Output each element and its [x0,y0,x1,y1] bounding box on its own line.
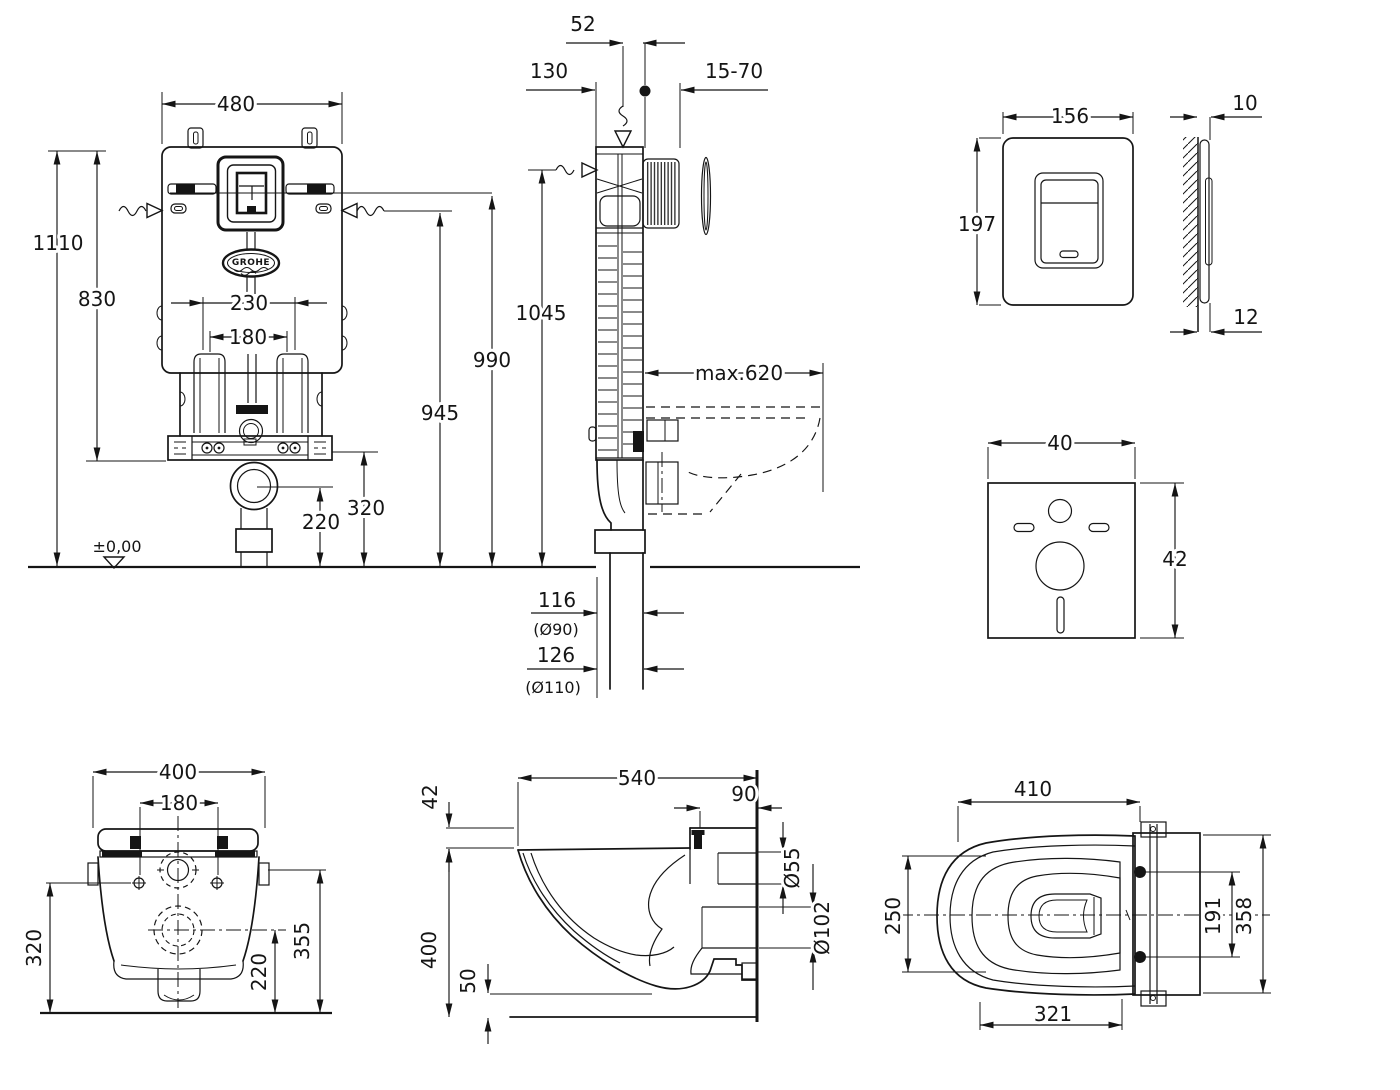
dim-bowl-width: 400 [159,760,197,784]
dim-plate-thickness-top: 10 [1232,91,1257,115]
view-bowl-rear: 400 180 320 220 355 [19,757,332,1015]
wall-hatch [1183,137,1198,307]
dim-cistern-width: 480 [217,92,255,116]
floor-datum-icon [102,556,126,570]
dim-top-width: 358 [1232,897,1256,935]
dim-flush-dia: Ø55 [780,847,804,888]
dim-bowl-drain-height: 220 [247,953,271,991]
drain-elbow [594,459,646,690]
dim-bowl-bolt-spacing: 180 [160,791,198,815]
view-cistern-front: GROHE [28,89,860,570]
dim-drain-offset-90: 116 [538,588,576,612]
dim-top-bolt-spacing: 191 [1201,897,1225,935]
dim-cistern-frame-height: 830 [78,287,116,311]
threaded-inlet-boss [642,156,712,236]
water-supply-arrow-icon [118,202,452,219]
cistern-frame-outline [161,146,343,374]
dim-plate-thickness-bottom: 12 [1233,305,1258,329]
mounting-plate [1132,821,1201,1007]
view-cistern-side: 52 130 15-70 [522,9,824,700]
view-bowl-side: 540 42 400 50 90 Ø55 Ø102 [414,763,837,1044]
dim-seat-width: 250 [881,897,905,935]
dim-outlet-center-height: 220 [302,510,340,534]
wall-datum-dot [639,85,651,97]
grohe-logo-text: GROHE [232,258,270,268]
dim-gasket-width: 40 [1047,431,1072,455]
bowl-dashed-outline [645,406,821,515]
view-gasket: 40 42 [987,428,1191,639]
bowl-side-outline [517,849,758,990]
dim-inner-depth: 321 [1034,1002,1072,1026]
dim-drain-dia-110: (Ø110) [525,678,581,697]
dim-plate-center-height: 990 [473,348,511,372]
cistern-ducts [193,353,309,444]
cistern-rail [588,146,644,461]
dim-adjust-range: 15-70 [705,59,763,83]
dim-frame-depth: 130 [530,59,568,83]
dim-top-depth: 410 [1014,777,1052,801]
dim-outlet-height: 320 [347,496,385,520]
inlet-wavy-arrow-icon [555,164,575,176]
outlet-crossbar [167,435,333,461]
dim-plate-height: 197 [958,212,996,236]
dim-bowl-height: 400 [417,931,441,969]
mounting-hole-bottom [1134,951,1146,963]
bowl-body-outline [97,856,115,962]
anchor-rods [167,183,335,214]
frame-tabs-icon [187,127,318,149]
dim-inlet-height: 1045 [516,301,567,325]
gasket-outline [987,482,1136,639]
dim-drain-dia: Ø102 [810,901,834,955]
dim-bowl-flush-height: 320 [22,929,46,967]
dim-duct-spacing-inner: 180 [229,325,267,349]
dim-max-reach: max.620 [695,361,783,385]
flush-plate-side-section [1183,137,1213,332]
floor-level-label: ±0,00 [92,537,141,556]
dim-bowl-depth: 540 [618,766,656,790]
steam-arrow-icon [613,105,633,149]
view-bowl-top: 410 250 321 191 358 [878,774,1271,1030]
dim-cistern-total-height: 1110 [33,231,84,255]
outlet-opening [1030,893,1102,939]
dim-fixing-depth: 90 [731,782,756,806]
dim-drain-dia-90: (Ø90) [533,620,578,639]
view-flush-plate: 156 197 10 12 [955,88,1262,336]
dim-duct-spacing-outer: 230 [230,291,268,315]
dim-bowl-lug-height: 355 [290,922,314,960]
dim-supply-height: 945 [421,401,459,425]
fixing-bolts [132,876,224,890]
dim-plate-width: 156 [1051,104,1089,128]
dim-rim-drop: 42 [418,784,442,809]
dim-gasket-height: 42 [1162,547,1187,571]
dim-drain-offset-110: 126 [537,643,575,667]
outlet-flange [229,461,279,566]
flush-buttons [1034,172,1104,269]
mounting-hole-top [1134,866,1146,878]
grohe-logo: GROHE [221,232,281,294]
flush-plate-outline [1002,137,1134,306]
dim-clearance: 50 [456,968,480,993]
dim-flush-pipe-offset: 52 [570,12,595,36]
